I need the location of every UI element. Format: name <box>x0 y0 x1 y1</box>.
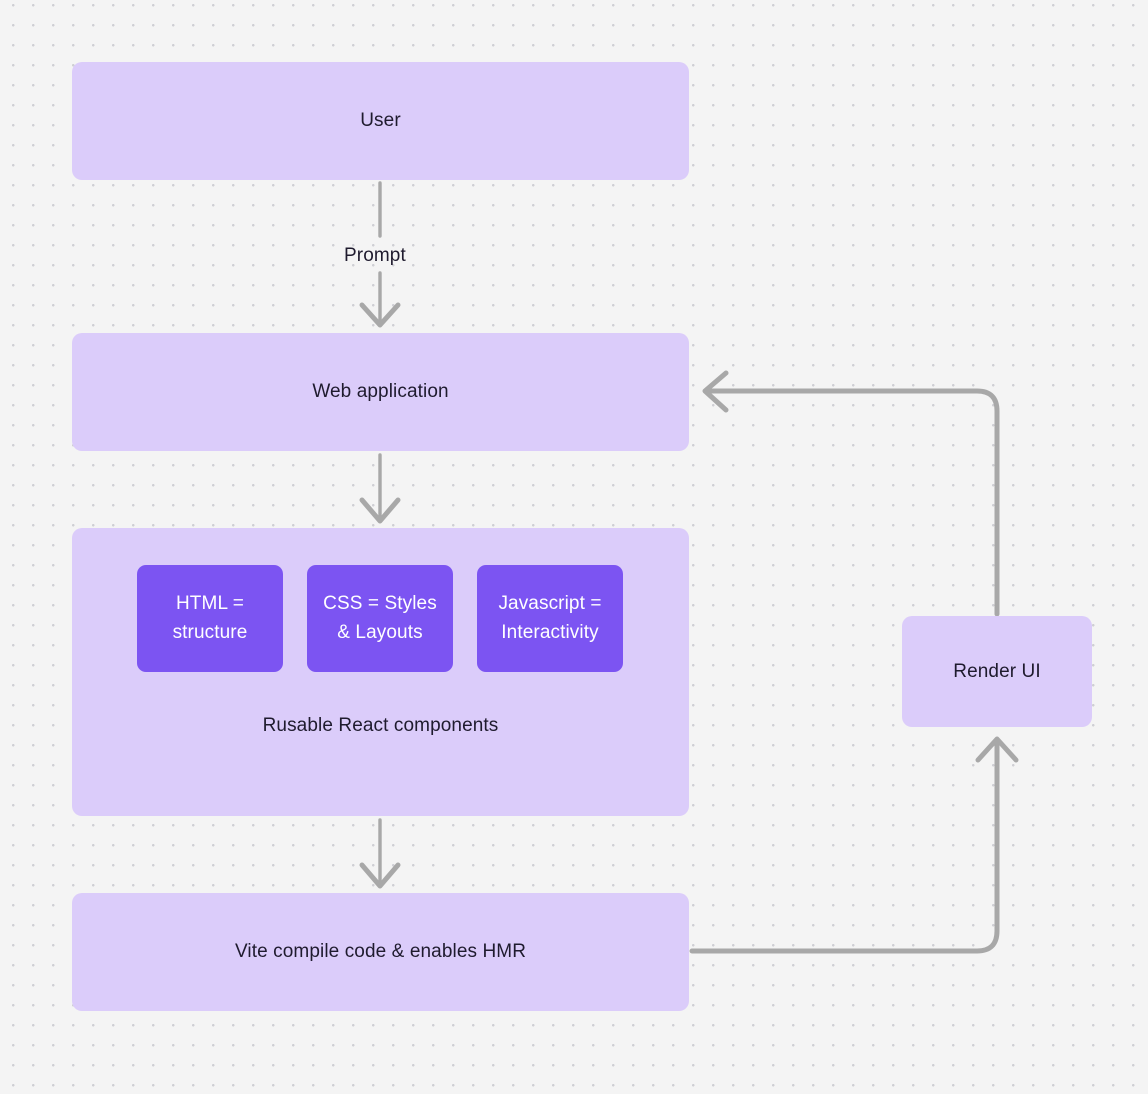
node-vite[interactable]: Vite compile code & enables HMR <box>72 893 689 1011</box>
subnode-javascript[interactable]: Javascript = Interactivity <box>477 565 623 672</box>
subnode-css-label: CSS = Styles & Layouts <box>323 592 437 643</box>
node-user[interactable]: User <box>72 62 689 180</box>
node-web-application[interactable]: Web application <box>72 333 689 451</box>
node-web-application-label: Web application <box>312 381 449 403</box>
node-user-label: User <box>360 110 401 132</box>
node-render-ui[interactable]: Render UI <box>902 616 1092 727</box>
edge-label-prompt: Prompt <box>344 245 406 266</box>
subnode-html-label: HTML = structure <box>172 592 248 643</box>
node-react-components[interactable]: HTML = structure CSS = Styles & Layouts … <box>72 528 689 816</box>
subnode-javascript-label: Javascript = Interactivity <box>498 592 602 643</box>
node-react-components-caption: Rusable React components <box>262 715 499 736</box>
subnode-css[interactable]: CSS = Styles & Layouts <box>307 565 453 672</box>
edge-components-to-vite <box>359 818 401 889</box>
node-vite-label: Vite compile code & enables HMR <box>234 941 527 963</box>
edge-webapp-to-components <box>359 453 401 524</box>
edge-render-to-webapp <box>702 370 1000 617</box>
edge-vite-to-render <box>689 736 1019 954</box>
node-render-ui-label: Render UI <box>953 660 1041 682</box>
subnode-html[interactable]: HTML = structure <box>137 565 283 672</box>
